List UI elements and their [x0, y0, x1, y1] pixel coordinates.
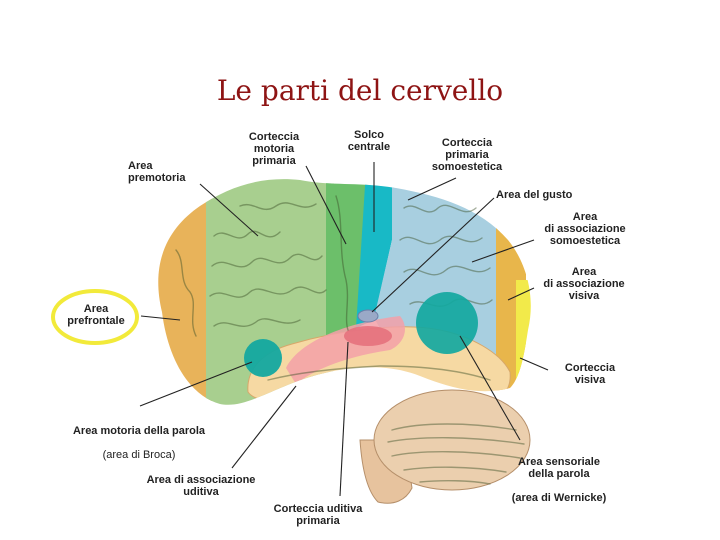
label-area-sensoriale-parola: Area sensoriale della parola (area di We…	[500, 444, 618, 504]
cerebellum-folia	[387, 423, 525, 485]
label-solco-centrale: Solco centrale	[347, 129, 391, 153]
leader-lines	[139, 162, 549, 497]
label-area-premotoria: Area premotoria	[128, 160, 186, 184]
label-corteccia-motoria-primaria: Corteccia motoria primaria	[248, 131, 300, 167]
gyri-lines	[175, 195, 493, 381]
cerebellum	[373, 389, 531, 491]
label-area-motoria-parola-title: Area motoria della parola	[72, 425, 206, 437]
label-area-del-gusto: Area del gusto	[496, 189, 573, 201]
slide-title: Le parti del cervello	[216, 74, 504, 107]
label-area-motoria-parola-sub: (area di Broca)	[102, 449, 176, 461]
label-area-motoria-parola: Area motoria della parola (area di Broca…	[58, 413, 220, 461]
region-auditory-core	[344, 326, 392, 346]
region-taste	[357, 309, 379, 323]
region-central-sulcus	[356, 179, 394, 328]
region-prefrontal	[158, 179, 212, 405]
prefrontal-highlight-ring	[51, 289, 139, 345]
label-area-sensoriale-parola-sub: (area di Wernicke)	[511, 492, 607, 504]
label-area-prefrontale: Area prefrontale	[67, 303, 125, 327]
label-corteccia-uditiva-primaria: Corteccia uditiva primaria	[273, 503, 363, 527]
region-broca	[244, 339, 282, 377]
label-area-associazione-uditiva: Area di associazione uditiva	[146, 474, 256, 498]
label-corteccia-visiva: Corteccia visiva	[564, 362, 616, 386]
label-area-sensoriale-parola-title: Area sensoriale della parola	[518, 456, 600, 480]
label-area-associazione-visiva: Area di associazione visiva	[543, 266, 625, 302]
label-area-associazione-somoestetica: Area di associazione somoestetica	[544, 211, 626, 247]
region-wernicke	[416, 292, 478, 354]
label-corteccia-primaria-somoestetica: Corteccia primaria somoestetica	[431, 137, 503, 173]
